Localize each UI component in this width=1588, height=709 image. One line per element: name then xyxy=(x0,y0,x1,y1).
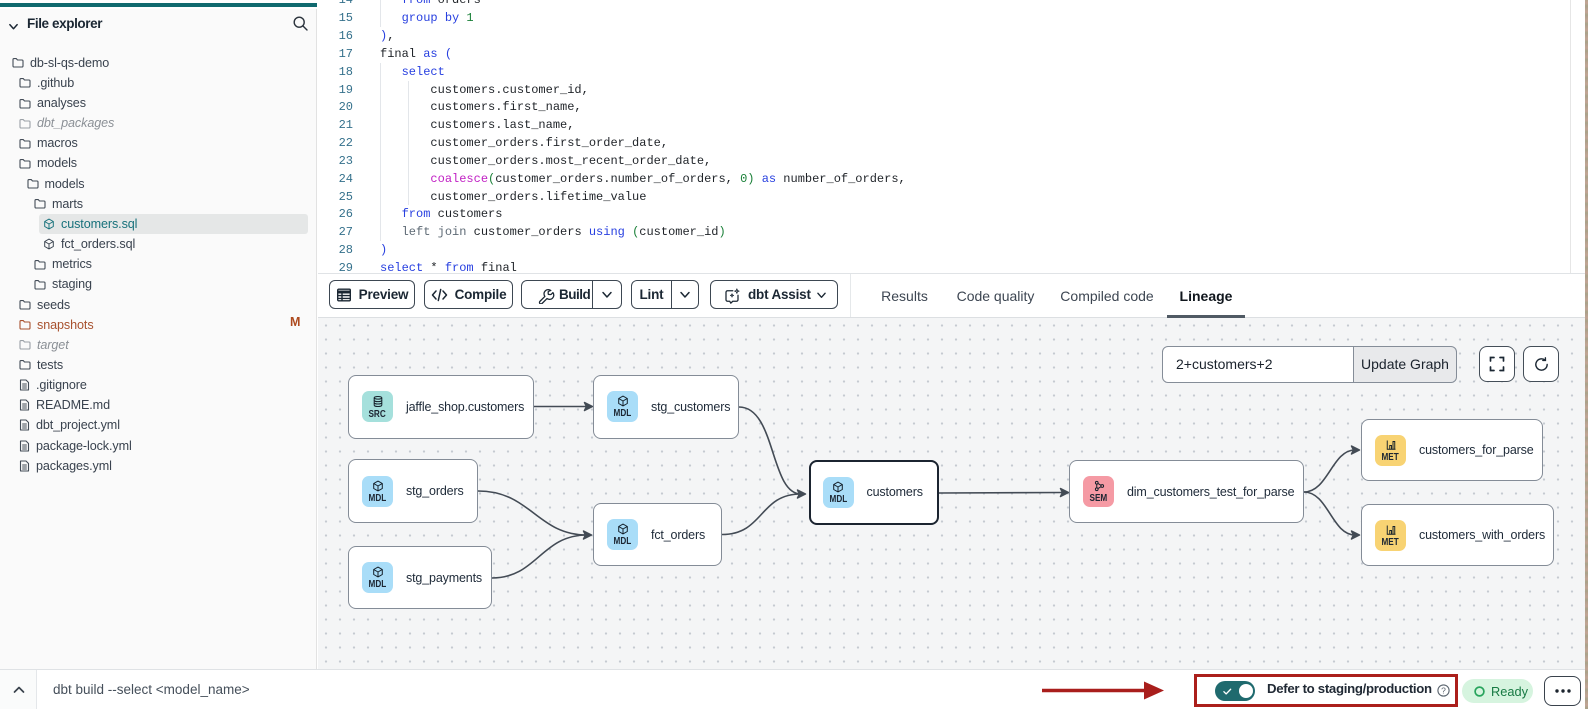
svg-text:?: ? xyxy=(1441,685,1446,695)
